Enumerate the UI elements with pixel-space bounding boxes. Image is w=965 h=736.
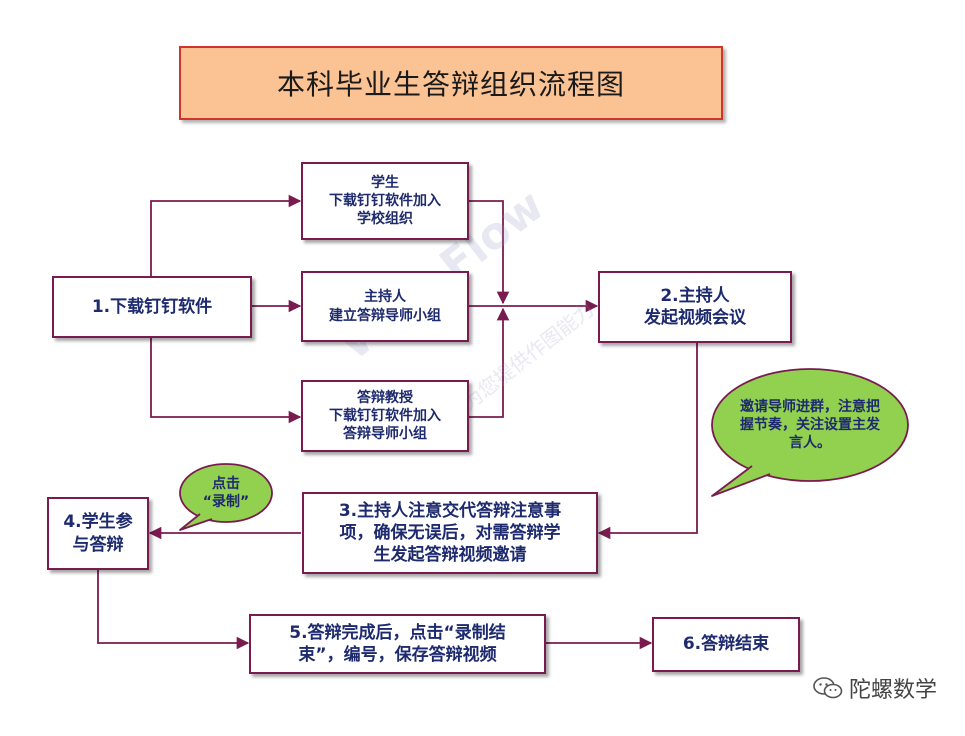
record-callout-text: 点击 “录制” (202, 475, 250, 510)
step1-box: 1.下载钉钉软件 (52, 276, 252, 338)
student-label: 学生 下载钉钉软件加入 学校组织 (329, 174, 441, 228)
step6-box: 6.答辩结束 (652, 617, 800, 672)
step1-label: 1.下载钉钉软件 (91, 296, 213, 317)
invite-callout-shape (711, 368, 909, 497)
professor-box: 答辩教授 下载钉钉软件加入 答辩导师小组 (301, 380, 469, 452)
arrow-step1-to-student (150, 194, 302, 276)
arrow-professor-to-merge (469, 307, 510, 418)
step5-box: 5.答辩完成后，点击“录制结 束”，编号，保存答辩视频 (249, 614, 546, 674)
record-callout-shape (179, 463, 273, 531)
step4-label: 4.学生参 与答辩 (63, 512, 133, 555)
arrow-step2-to-step3 (597, 343, 698, 540)
professor-label: 答辩教授 下载钉钉软件加入 答辩导师小组 (329, 389, 441, 443)
arrow-step4-to-step5 (97, 570, 250, 650)
brand-badge: 陀螺数学 (813, 672, 937, 704)
step2-label: 2.主持人 发起视频会议 (644, 285, 746, 328)
step5-label: 5.答辩完成后，点击“录制结 束”，编号，保存答辩视频 (289, 622, 506, 665)
host-box: 主持人 建立答辩导师小组 (301, 271, 469, 342)
invite-callout-text: 邀请导师进群，注意把 握节奏，关注设置主发 言人。 (740, 398, 880, 452)
step4-box: 4.学生参 与答辩 (47, 497, 149, 570)
student-box: 学生 下载钉钉软件加入 学校组织 (301, 162, 469, 240)
brand-name: 陀螺数学 (848, 678, 937, 703)
wechat-icon (813, 677, 843, 699)
step6-label: 6.答辩结束 (682, 634, 770, 655)
step2-box: 2.主持人 发起视频会议 (598, 271, 792, 343)
step3-box: 3.主持人注意交代答辩注意事 项，确保无误后，对需答辩学 生发起答辩视频邀请 (302, 492, 598, 574)
page-title: 本科毕业生答辩组织流程图 (179, 46, 723, 120)
host-label: 主持人 建立答辩导师小组 (329, 289, 441, 324)
arrow-step1-to-professor (150, 338, 302, 424)
step3-label: 3.主持人注意交代答辩注意事 项，确保无误后，对需答辩学 生发起答辩视频邀请 (338, 500, 562, 566)
arrow-student-to-merge (469, 200, 510, 305)
